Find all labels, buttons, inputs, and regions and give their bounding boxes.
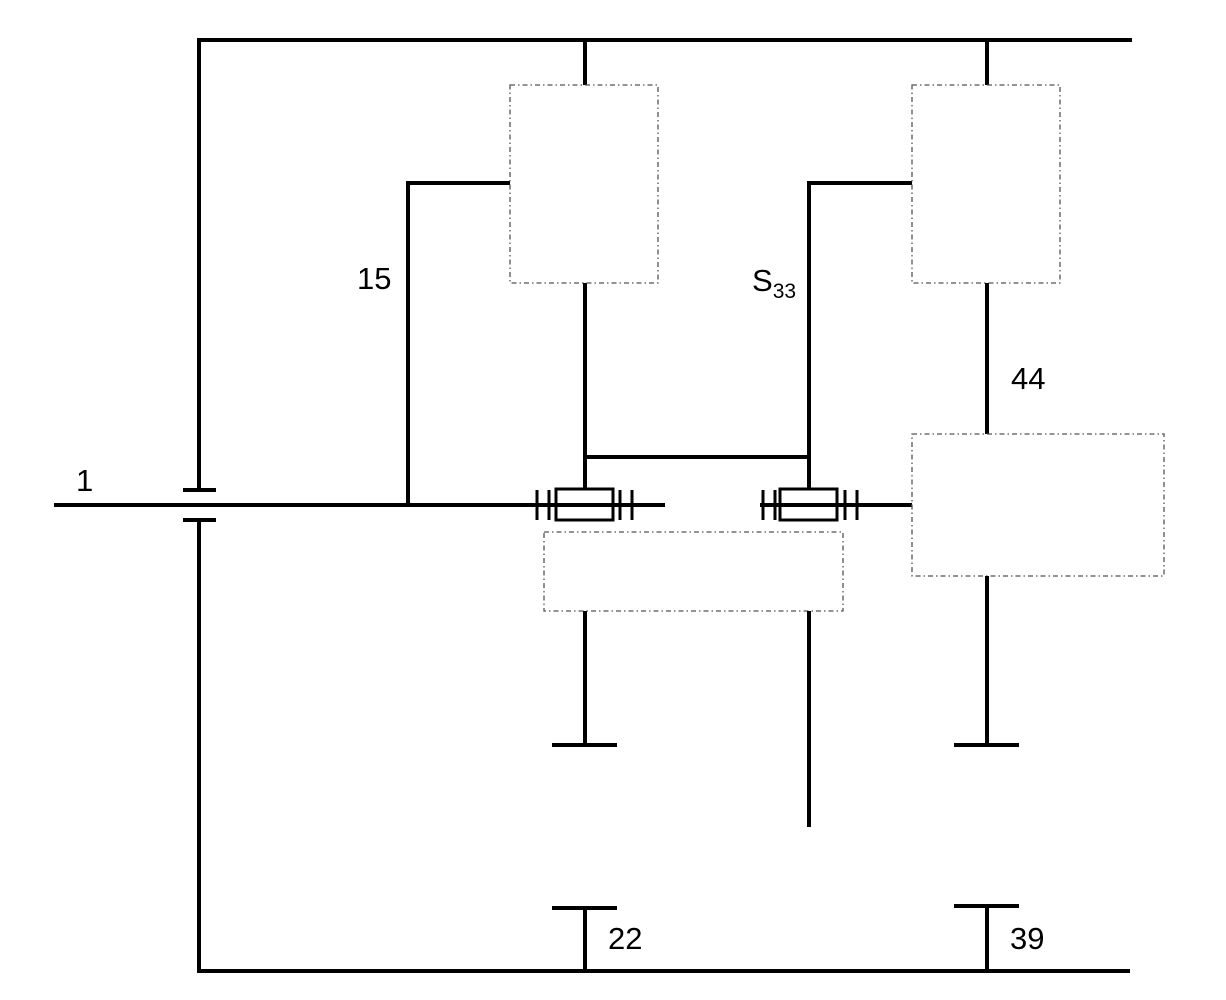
dashed-box-right xyxy=(911,433,1165,577)
dashed-box-upper-right xyxy=(911,84,1061,284)
label-s33-main: S xyxy=(752,263,773,298)
label-s33: S33 xyxy=(752,263,796,303)
dashed-box-middle xyxy=(543,531,844,612)
label-1: 1 xyxy=(76,463,93,498)
label-15: 15 xyxy=(357,261,391,296)
label-44: 44 xyxy=(1011,361,1045,396)
dashed-box-upper-left xyxy=(509,84,659,284)
label-22: 22 xyxy=(608,921,642,956)
label-s33-subscript: 33 xyxy=(773,280,796,303)
switch-element-left xyxy=(535,487,634,522)
switch-element-right xyxy=(761,487,859,522)
label-39: 39 xyxy=(1010,921,1044,956)
